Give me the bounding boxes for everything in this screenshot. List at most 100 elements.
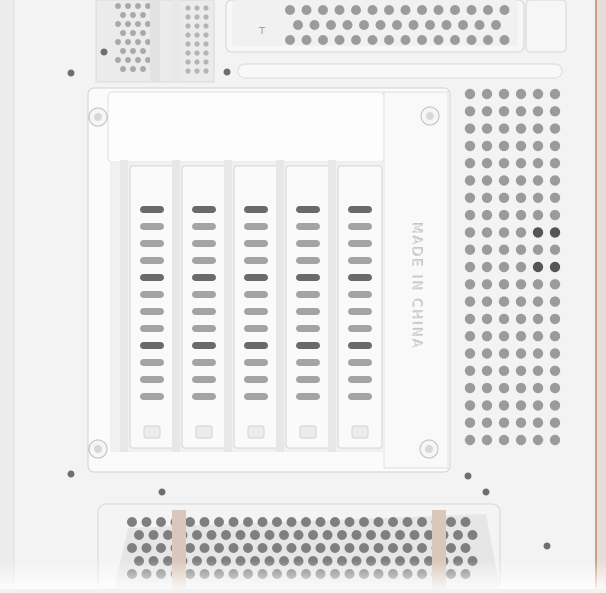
vent-hole [342, 20, 353, 30]
side-hole [481, 158, 493, 169]
screw-dot [67, 69, 75, 77]
side-hole [515, 261, 527, 273]
side-hole [549, 331, 561, 342]
vent-hole [466, 5, 477, 15]
grill-hole [125, 21, 131, 27]
psu-hole [185, 543, 195, 553]
psu-hole [286, 517, 297, 527]
psu-hole [366, 530, 376, 540]
side-hole [532, 227, 544, 238]
vent-hole [400, 35, 411, 45]
side-hole [515, 382, 527, 394]
side-hole [464, 417, 476, 428]
side-hole [498, 261, 510, 273]
grill-hole [125, 39, 131, 45]
side-hole [481, 313, 493, 325]
side-hole [515, 417, 527, 428]
grill-hole [145, 21, 151, 27]
side-hole [549, 88, 561, 100]
grill-hole [125, 3, 131, 9]
side-hole [464, 106, 476, 117]
vent-hole [326, 20, 336, 30]
bottom-fade [0, 560, 606, 589]
side-hole [464, 140, 476, 152]
psu-hole [344, 517, 355, 527]
side-hole [515, 175, 527, 186]
vent-hole [301, 5, 312, 15]
screw-dot [482, 488, 490, 496]
side-hole [515, 434, 527, 446]
grill-hole [135, 3, 141, 9]
vent-hole [384, 5, 394, 15]
side-hole [498, 417, 510, 428]
grill-hole [203, 5, 209, 11]
grill-hole [203, 59, 209, 65]
psu-hole [380, 530, 391, 540]
psu-hole [417, 543, 427, 553]
top-marking: T [259, 26, 267, 37]
side-hole [464, 261, 476, 273]
side-hole [481, 175, 493, 186]
grill-hole [120, 48, 126, 54]
side-hole [515, 348, 527, 359]
slot-cover [328, 160, 383, 452]
side-hole [464, 192, 476, 203]
psu-hole [359, 543, 369, 553]
side-hole [498, 123, 510, 134]
side-hole [515, 400, 527, 411]
psu-hole [286, 543, 297, 553]
psu-hole [141, 543, 152, 553]
side-hole [464, 175, 476, 186]
vent-hole [491, 20, 501, 30]
vent-hole [425, 20, 435, 30]
psu-hole [330, 517, 340, 527]
vent-hole [458, 20, 468, 30]
side-hole [515, 158, 527, 169]
side-hole [549, 348, 561, 359]
side-hole [481, 296, 493, 307]
side-hole [498, 140, 510, 152]
psu-hole [344, 543, 355, 553]
side-hole [481, 88, 493, 100]
thumbscrew [88, 107, 108, 127]
psu-hole [156, 517, 166, 527]
psu-hole [446, 543, 456, 553]
psu-hole [373, 543, 384, 553]
psu-hole [337, 530, 347, 540]
side-hole [464, 365, 476, 376]
psu-hole [293, 530, 304, 540]
side-hole [481, 140, 493, 152]
side-hole [481, 106, 493, 117]
screw-dot [158, 488, 166, 496]
grill-hole [130, 48, 136, 54]
psu-hole [243, 543, 253, 553]
side-hole [532, 365, 544, 376]
side-hole [498, 331, 510, 342]
grill-hole [140, 30, 146, 36]
grill-hole [185, 59, 191, 65]
side-hole [532, 348, 544, 359]
side-hole [532, 417, 544, 428]
psu-hole [424, 530, 434, 540]
side-hole [498, 106, 510, 117]
psu-hole [301, 543, 311, 553]
vent-hole [384, 35, 394, 45]
psu-hole [134, 530, 144, 540]
side-hole [515, 296, 527, 307]
slot-cover [224, 160, 279, 452]
grill-hole [115, 21, 121, 27]
vent-hole [318, 5, 328, 15]
side-hole [549, 244, 561, 255]
grill-hole [203, 14, 209, 20]
side-hole [549, 313, 561, 325]
vent-hole [400, 5, 411, 15]
grill-hole [135, 57, 141, 63]
side-hole [464, 209, 476, 221]
psu-hole [156, 543, 166, 553]
side-hole [481, 244, 493, 255]
vent-hole [359, 20, 369, 30]
side-hole [464, 158, 476, 169]
grill-hole [130, 12, 136, 18]
screw-dot [100, 48, 108, 56]
grill-hole [194, 59, 200, 65]
